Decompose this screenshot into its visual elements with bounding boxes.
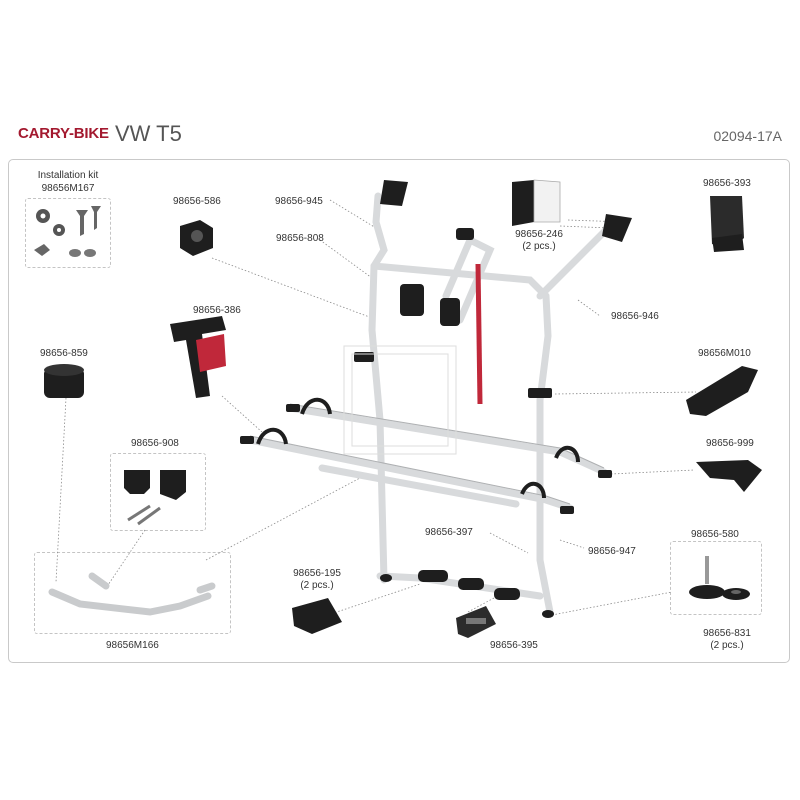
document-code: 02094-17A (713, 128, 782, 144)
part-908-box (110, 453, 206, 531)
part-859 (44, 364, 84, 398)
watermark-logo (343, 345, 457, 455)
part-999 (696, 460, 762, 492)
label-98656-397: 98656-397 (425, 527, 473, 538)
label-98656-946: 98656-946 (611, 311, 659, 322)
wheel-holders (256, 397, 580, 499)
label-98656-586: 98656-586 (173, 196, 221, 207)
part-M166-box (34, 552, 231, 634)
part-908 (124, 470, 186, 526)
part-M166 (48, 572, 216, 616)
part-195 (292, 598, 342, 634)
rail-end-caps (240, 404, 612, 514)
leader-lines (55, 199, 697, 617)
label-98656-831-qty: (2 pcs.) (710, 640, 744, 651)
part-945-holder (380, 180, 408, 206)
label-98656-393: 98656-393 (703, 178, 751, 189)
label-98656-908: 98656-908 (131, 438, 179, 449)
part-393 (710, 196, 744, 252)
part-946-holder (602, 214, 632, 242)
label-98656-859: 98656-859 (40, 348, 88, 359)
part-386 (170, 316, 226, 398)
kit-code: 98656M167 (41, 183, 95, 194)
part-580-box (670, 541, 762, 615)
red-strap (475, 263, 483, 405)
label-98656-580: 98656-580 (691, 529, 739, 540)
installation-kit-box (25, 198, 111, 268)
label-98656-947: 98656-947 (588, 546, 636, 557)
part-580 (689, 556, 750, 600)
part-M010 (686, 366, 758, 416)
kit-title: Installation kit (37, 170, 99, 181)
label-98656-808: 98656-808 (276, 233, 324, 244)
title-model: VW T5 (115, 121, 182, 146)
part-395 (456, 606, 496, 638)
label-98656-999: 98656-999 (706, 438, 754, 449)
label-98656-945: 98656-945 (275, 196, 323, 207)
kit-parts (34, 206, 101, 257)
label-98656M166: 98656M166 (106, 640, 159, 651)
foot-pads (380, 570, 554, 618)
label-98656-246: 98656-246 (515, 229, 563, 240)
label-98656-195: 98656-195 (293, 568, 341, 579)
title-brand: CARRY-BIKE (18, 125, 109, 142)
part-246 (512, 179, 561, 226)
label-98656-395: 98656-395 (490, 640, 538, 651)
label-98656-246-qty: (2 pcs.) (522, 241, 556, 252)
rack-frame (246, 192, 614, 616)
label-98656M010: 98656M010 (698, 348, 751, 359)
label-98656-831: 98656-831 (703, 628, 751, 639)
label-98656-386: 98656-386 (193, 305, 241, 316)
label-98656-195-qty: (2 pcs.) (300, 580, 334, 591)
rack-outline (249, 403, 605, 505)
